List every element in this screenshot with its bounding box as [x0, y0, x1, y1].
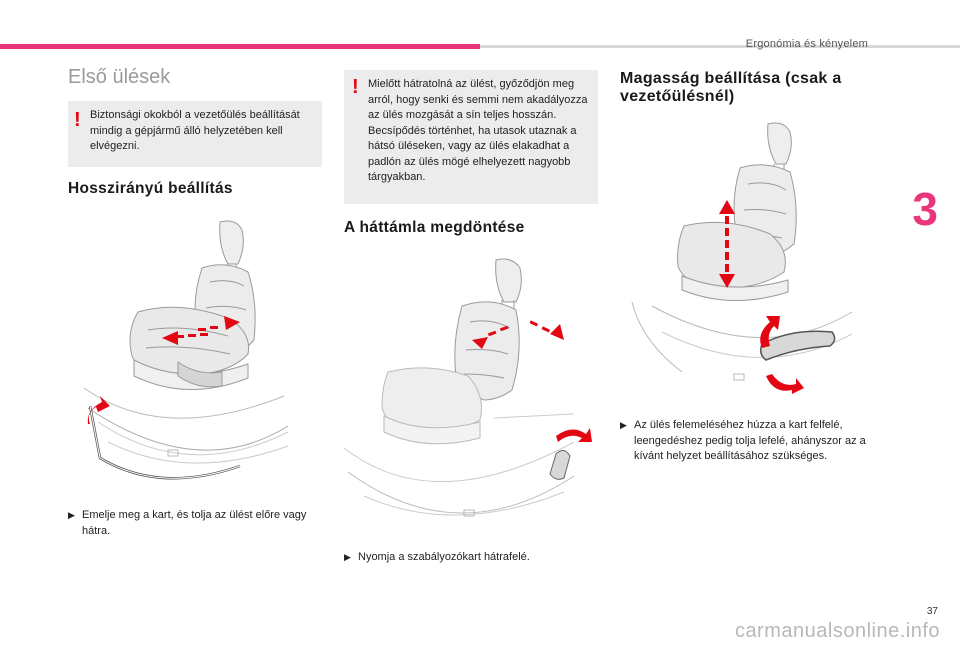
- watermark: carmanualsonline.info: [734, 620, 940, 642]
- warning-box-obstruction: ! Mielőtt hátratolná az ülést, győződjön…: [344, 70, 598, 204]
- warning-box-safety: ! Biztonsági okokból a vezetőülés beállí…: [68, 101, 322, 167]
- page-number: 37: [926, 606, 938, 617]
- bullet-arrow-icon: ▶: [620, 420, 627, 430]
- seat-slide-illustration: [83, 220, 289, 480]
- warning-icon: !: [74, 109, 81, 131]
- instruction-height: ▶ Az ülés felemeléséhez húzza a kart fel…: [620, 419, 866, 462]
- bullet-arrow-icon: ▶: [68, 510, 75, 520]
- instruction-backrest: ▶ Nyomja a szabályozókart hátrafelé.: [344, 550, 594, 566]
- header-accent-bar: [0, 44, 480, 49]
- page-title: Első ülések: [68, 66, 171, 88]
- section-title: Ergonómia és kényelem: [745, 38, 868, 50]
- bullet-arrow-icon: ▶: [344, 552, 351, 562]
- heading-backrest: A háttámla megdöntése: [344, 219, 525, 236]
- warning-text: Mielőtt hátratolná az ülést, győződjön m…: [368, 78, 588, 183]
- instruction-longitudinal: ▶ Emelje meg a kart, és tolja az ülést e…: [68, 509, 307, 537]
- seat-height-illustration: [631, 122, 853, 394]
- header-rule: [480, 45, 960, 48]
- chapter-number: 3: [912, 183, 938, 235]
- heading-height: Magasság beállítása (csak a vezetőülésné…: [620, 70, 842, 105]
- heading-longitudinal: Hosszirányú beállítás: [68, 180, 233, 197]
- warning-icon: !: [352, 76, 359, 98]
- warning-text: Biztonsági okokból a vezetőülés beállítá…: [90, 109, 300, 152]
- backrest-tilt-illustration: [344, 258, 592, 517]
